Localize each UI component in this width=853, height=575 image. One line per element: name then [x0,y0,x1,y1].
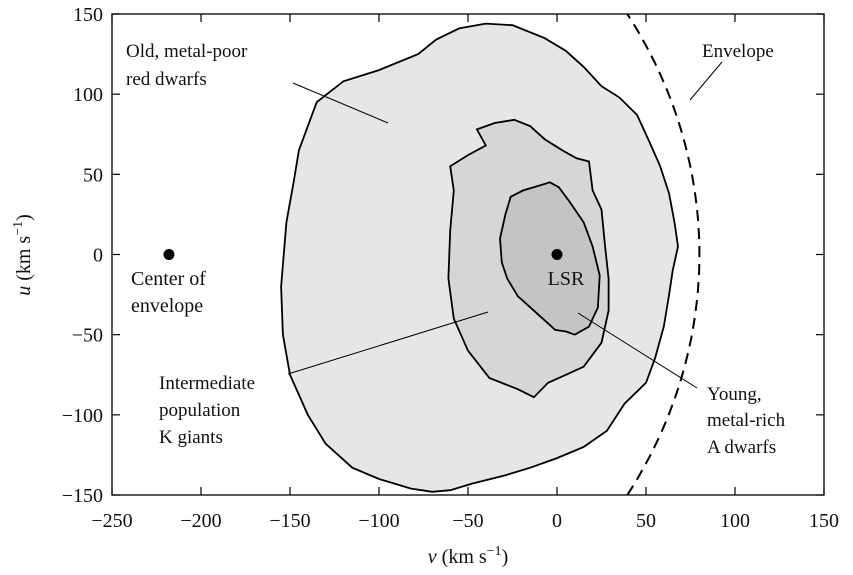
lsr-label: LSR [548,268,585,290]
a-dwarfs-leader [577,312,698,389]
k-giants-label-line1: Intermediate [159,373,255,394]
y-tick-label: 150 [73,4,103,26]
envelope-curve [626,14,701,495]
x-tick-label: −100 [358,510,399,532]
k-giants-label-line2: population [159,400,241,421]
old-red-dwarfs-label-line1: Old, metal-poor [126,41,248,62]
x-tick-labels: −250 −200 −150 −100 −50 0 50 100 150 [91,510,839,532]
a-dwarfs-label-line1: Young, [707,384,762,405]
envelope-label: Envelope [702,41,774,62]
x-tick-label: −250 [91,510,132,532]
envelope-center-point [163,249,175,260]
y-tick-label: 100 [73,84,103,106]
y-tick-label: 0 [93,245,103,267]
a-dwarfs-label-line3: A dwarfs [707,437,776,458]
k-giants-leader [287,311,489,375]
x-axis-title: v(km s−1) [428,544,508,568]
y-axis-title: u(km s−1) [11,214,35,296]
k-giants-label-line3: K giants [159,427,223,448]
y-tick-label: −50 [72,325,103,347]
old-red-dwarfs-label-line2: red dwarfs [126,69,207,90]
x-tick-label: 150 [809,510,839,532]
x-tick-label: 100 [720,510,750,532]
axis-ticks [111,13,825,496]
x-tick-label: 50 [636,510,656,532]
y-tick-label: 50 [83,164,103,186]
x-tick-label: −50 [452,510,483,532]
center-label-line1: Center of [131,268,206,290]
a-dwarfs-region [499,181,601,336]
lsr-point [551,249,563,260]
a-dwarfs-label-line2: metal-rich [707,410,786,431]
old-red-dwarfs-leader [292,82,389,124]
envelope-leader [689,61,723,101]
y-tick-label: −100 [62,405,103,427]
y-tick-labels: −150 −100 −50 0 50 100 150 [62,4,103,507]
x-tick-label: −200 [180,510,221,532]
y-tick-label: −150 [62,485,103,507]
x-tick-label: −150 [269,510,310,532]
x-tick-label: 0 [552,510,562,532]
center-label-line2: envelope [131,295,203,317]
